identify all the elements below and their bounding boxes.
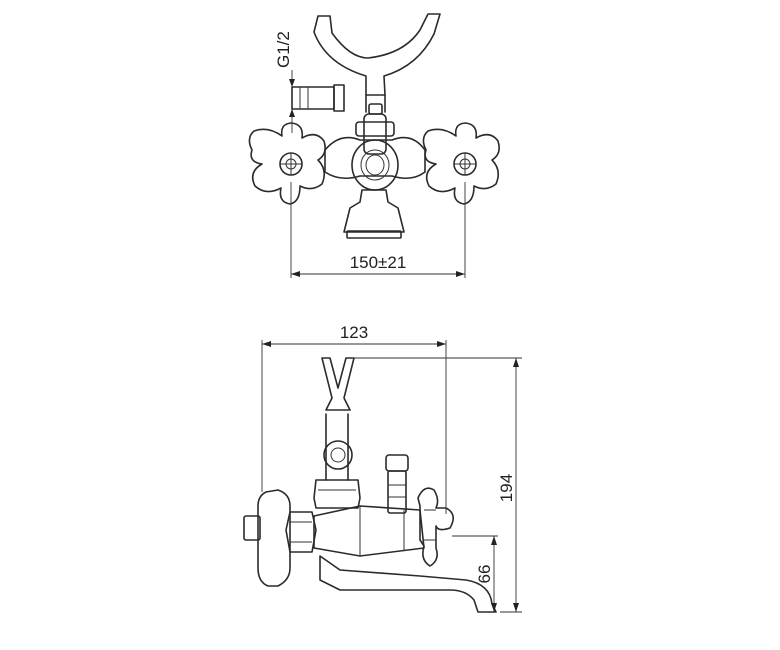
dim-center-distance-label: 150±21 bbox=[350, 253, 407, 272]
side-wall-flange bbox=[257, 489, 291, 587]
side-cross-handle bbox=[417, 487, 454, 567]
dim-center-distance: 150±21 bbox=[290, 182, 466, 278]
side-diverter bbox=[323, 440, 353, 470]
side-hex-nut bbox=[285, 511, 317, 553]
side-body bbox=[313, 505, 425, 557]
front-spout-nozzle bbox=[343, 189, 405, 233]
front-stem bbox=[365, 94, 386, 113]
front-shower-holder bbox=[313, 13, 441, 96]
front-view: G1/2 150±21 bbox=[248, 13, 500, 278]
dim-height-label: 194 bbox=[497, 474, 516, 502]
front-diverter bbox=[355, 103, 395, 155]
side-wall-inlet bbox=[243, 515, 261, 541]
front-left-handle bbox=[248, 122, 326, 205]
side-shower-outlet bbox=[385, 454, 409, 514]
side-shower-holder bbox=[321, 357, 355, 411]
dim-spout-height: 66 bbox=[452, 535, 498, 612]
dim-depth-label: 123 bbox=[340, 323, 368, 342]
front-g12-connector bbox=[291, 84, 345, 112]
front-right-handle bbox=[422, 122, 500, 205]
side-view: 123 194 66 bbox=[243, 323, 522, 613]
dim-g12: G1/2 bbox=[274, 31, 295, 133]
dim-depth: 123 bbox=[261, 323, 447, 514]
front-body bbox=[324, 136, 426, 180]
dim-g12-label: G1/2 bbox=[274, 31, 293, 68]
dim-height: 194 bbox=[352, 357, 522, 613]
side-bath-spout bbox=[319, 555, 497, 613]
dim-spout-height-label: 66 bbox=[475, 565, 494, 584]
side-upper-nut bbox=[313, 479, 361, 509]
front-medallion bbox=[351, 139, 399, 191]
side-shower-stem bbox=[325, 413, 349, 481]
